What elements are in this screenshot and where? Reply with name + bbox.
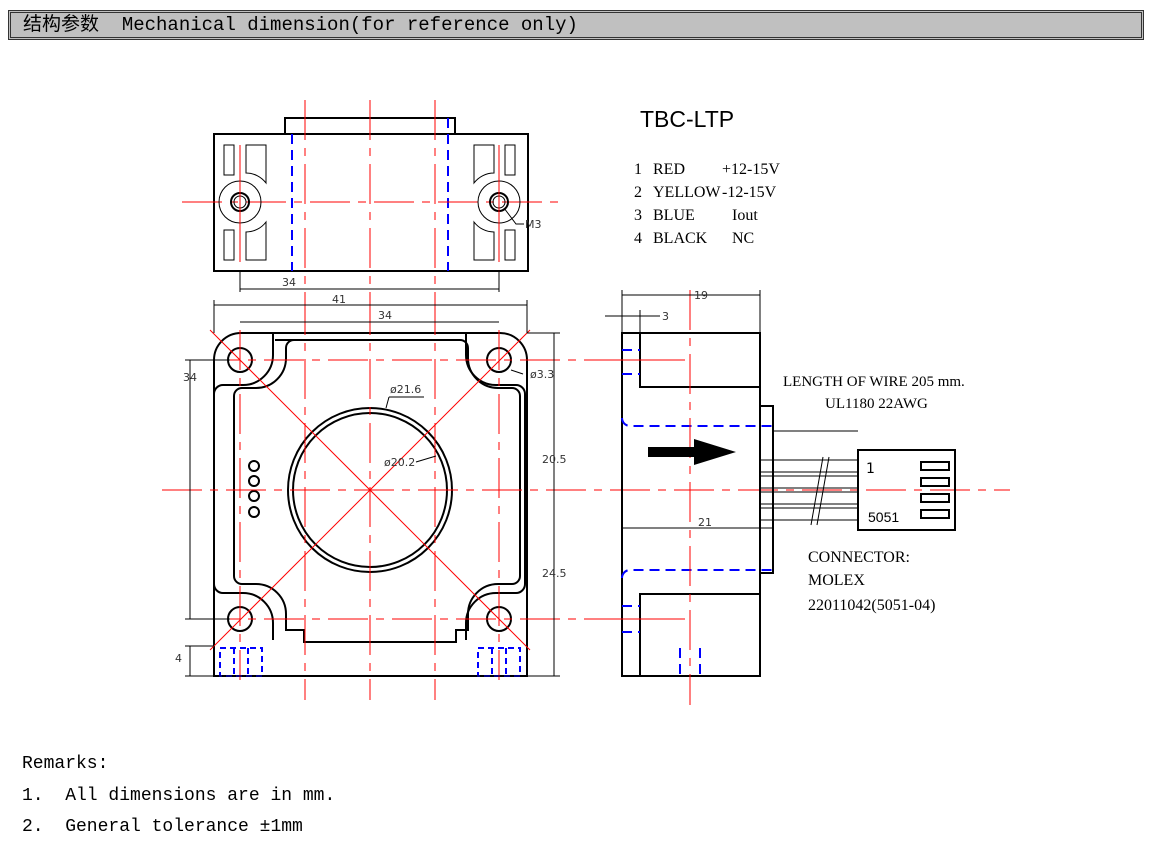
pinout-table: 1 RED +12-15V 2 YELLOW -12-15V 3 BLUE Io… [634, 161, 780, 247]
dim-top-34: 34 [282, 276, 296, 289]
pin-color: YELLOW [653, 184, 721, 201]
pin-num: 4 [634, 230, 642, 247]
front-view: 41 34 34 4 20.5 24.5 ø3.3 ø21.6 ø20.2 [162, 293, 1010, 700]
dim-3: 3 [662, 310, 669, 323]
inner-dia: ø20.2 [384, 456, 415, 469]
remark-item: 2. General tolerance ±1mm [22, 817, 303, 837]
model-name: TBC-LTP [640, 106, 734, 132]
section-header: 结构参数 Mechanical dimension(for reference … [8, 10, 1144, 40]
thread-label: M3 [525, 218, 542, 231]
pin-color: BLUE [653, 207, 695, 224]
connector: 1 5051 [857, 449, 956, 531]
header-title-cn: 结构参数 [23, 14, 100, 36]
remarks-title: Remarks: [22, 754, 109, 774]
mount-boss-left [218, 144, 267, 262]
connector-code: 5051 [868, 509, 899, 525]
wire-spec: UL1180 22AWG [825, 396, 928, 412]
mount-boss-right [473, 144, 524, 262]
top-view: M3 34 [182, 100, 560, 295]
pin-color: BLACK [653, 230, 708, 247]
current-direction-arrow-icon [648, 439, 736, 465]
header-title-en: Mechanical dimension(for reference only) [121, 14, 578, 36]
dim-41: 41 [332, 293, 346, 306]
connector-brand: MOLEX [808, 572, 865, 589]
remark-item: 1. All dimensions are in mm. [22, 786, 336, 806]
pin-dots [248, 460, 260, 518]
pin-signal: +12-15V [722, 161, 780, 178]
dim-20-5: 20.5 [542, 453, 567, 466]
dim-front-34: 34 [378, 309, 392, 322]
dim-vertical-34: 34 [183, 371, 197, 384]
pin-signal: Iout [732, 207, 758, 224]
pin-num: 1 [634, 161, 642, 178]
side-view: 1 5051 19 3 21 LENGTH OF WIRE 205 mm. UL… [600, 289, 965, 705]
pin-signal: NC [732, 230, 754, 247]
hole-dia: ø3.3 [530, 368, 554, 381]
pin-signal: -12-15V [722, 184, 777, 201]
dim-19: 19 [694, 289, 708, 302]
dim-21: 21 [698, 516, 712, 529]
dim-24-5: 24.5 [542, 567, 567, 580]
pin-num: 3 [634, 207, 642, 224]
outer-dia: ø21.6 [390, 383, 421, 396]
pin-color: RED [653, 161, 685, 178]
pin-num: 2 [634, 184, 642, 201]
connector-part: 22011042(5051-04) [808, 597, 935, 614]
wire-length: LENGTH OF WIRE 205 mm. [783, 374, 965, 390]
dim-4: 4 [175, 652, 182, 665]
connector-label: CONNECTOR: [808, 549, 910, 566]
connector-pin1: 1 [866, 461, 875, 477]
wires [760, 456, 858, 526]
